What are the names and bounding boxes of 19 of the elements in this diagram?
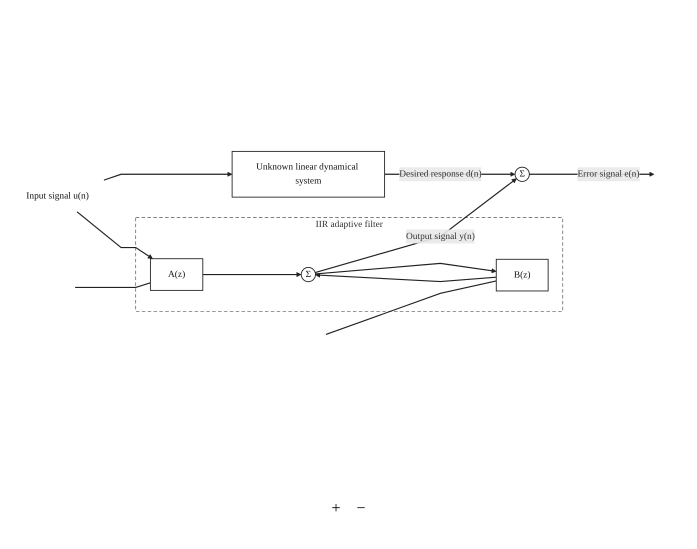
connector xyxy=(325,280,496,335)
edge-label: Error signal e(n) xyxy=(576,168,639,178)
node-box: B(z) xyxy=(495,258,548,291)
sign-label: − xyxy=(356,500,366,518)
arrow xyxy=(76,210,152,258)
edge-label: Desired response d(n) xyxy=(398,168,482,178)
sign-label: + xyxy=(331,500,340,518)
arrow xyxy=(202,271,301,277)
node-circle: Σ xyxy=(514,166,530,182)
node-box: Unknown linear dynamical system xyxy=(231,150,385,198)
arrow xyxy=(314,178,516,273)
node-circle: Σ xyxy=(300,266,316,282)
connector xyxy=(74,282,150,288)
node-text: Input signal u(n) xyxy=(26,190,88,200)
edge-label: Output signal y(n) xyxy=(406,230,474,241)
arrow xyxy=(314,262,496,274)
arrow xyxy=(314,272,496,282)
node-box: A(z) xyxy=(149,258,203,290)
arrow xyxy=(103,171,232,180)
